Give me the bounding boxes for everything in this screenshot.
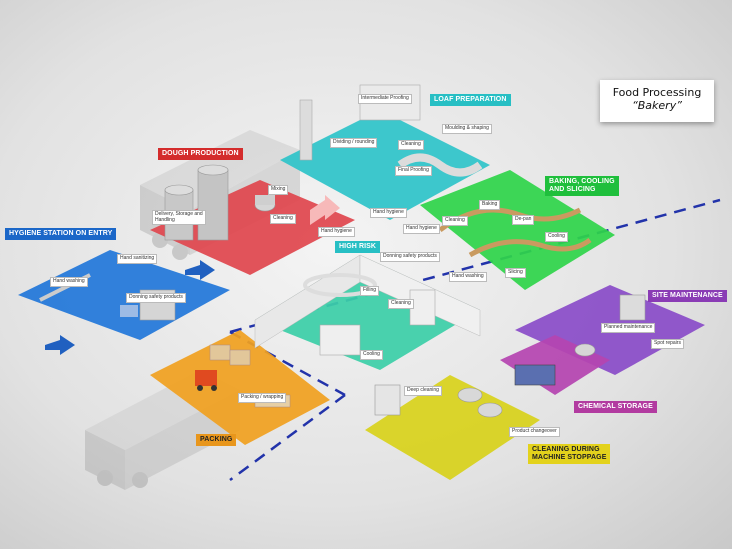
zone-label-cleaning[interactable]: CLEANING DURING MACHINE STOPPAGE [528,444,611,465]
tag-hand-hygiene-dough: Hand hygiene [318,227,355,237]
tag-cleaning-loaf: Cleaning [398,140,424,150]
zone-packing-floor [150,330,330,445]
zone-label-baking[interactable]: BAKING, COOLING AND SLICING [545,176,619,197]
tag-deep-cleaning: Deep cleaning [404,386,442,396]
tag-delivery-storage: Delivery, Storage and Handling [152,210,206,225]
tag-hand-washing-high: Hand washing [449,272,487,282]
tag-slicing: Slicing [505,268,526,278]
zone-high-risk-floor [255,255,480,370]
tag-product-changeover: Product changeover [509,427,560,437]
tag-donning-entry: Donning safety products [126,293,186,303]
tag-spot-repairs: Spot repairs [651,339,684,349]
cleaning-equipment-icon [374,384,503,418]
zone-label-loaf[interactable]: LOAF PREPARATION [430,94,511,107]
zone-label-high-risk[interactable]: HIGH RISK [335,241,381,254]
tag-cleaning-dough: Cleaning [270,214,296,224]
tag-hand-hygiene-loaf: Hand hygiene [370,208,407,218]
zone-label-chemical-storage[interactable]: CHEMICAL STORAGE [574,401,657,414]
tag-cleaning-baking: Cleaning [442,216,468,226]
title-box: Food Processing “Bakery” [600,80,714,122]
tag-planned-maintenance: Planned maintenance [601,323,656,333]
zone-loaf-floor [280,110,490,220]
title-line2: “Bakery” [632,99,682,112]
tag-cooling-baking: Cooling [545,232,568,242]
high-risk-racks-icon [303,273,436,356]
zone-cleaning-floor [365,375,540,480]
maintenance-machine-icon [574,294,646,357]
tag-cleaning-high: Cleaning [388,299,414,309]
mixer-icon [254,195,276,212]
tag-packing-wrapping: Packing / wrapping [238,393,287,403]
tag-baking: Baking [479,200,501,210]
tag-final-proofing: Final Proofing [395,166,432,176]
zone-label-hygiene[interactable]: HYGIENE STATION ON ENTRY [5,228,117,241]
title-line1: Food Processing [612,86,702,99]
zone-label-dough[interactable]: DOUGH PRODUCTION [158,148,243,161]
tag-dividing-rounding: Dividing / rounding [330,138,378,148]
zone-dough-floor [150,180,355,275]
tag-donning-high: Donning safety products [380,252,440,262]
tag-filling: Filling [360,286,380,296]
zone-label-packing[interactable]: PACKING [196,434,237,447]
tag-hand-sanitizing: Hand sanitizing [117,254,158,264]
tag-mixing: Mixing [268,185,289,195]
tag-hand-hygiene-baking: Hand hygiene [403,224,440,234]
forklift-icon [195,370,217,391]
tag-intermediate-proofing: Intermediate Proofing [358,94,412,104]
tag-hand-washing-entry: Hand washing [50,277,88,287]
chemical-shelves-icon [514,364,556,386]
entry-arrow-icon [45,260,215,355]
tag-cooling-high: Cooling [360,350,383,360]
zone-hygiene-floor [18,250,230,340]
tag-moulding-shaping: Moulding & shaping [442,124,492,134]
zone-label-site-maintenance[interactable]: SITE MAINTENANCE [648,290,727,303]
flow-arrow-icon [310,195,340,225]
zone-baking-floor [420,170,615,290]
tag-de-pan: De-pan [512,215,535,225]
